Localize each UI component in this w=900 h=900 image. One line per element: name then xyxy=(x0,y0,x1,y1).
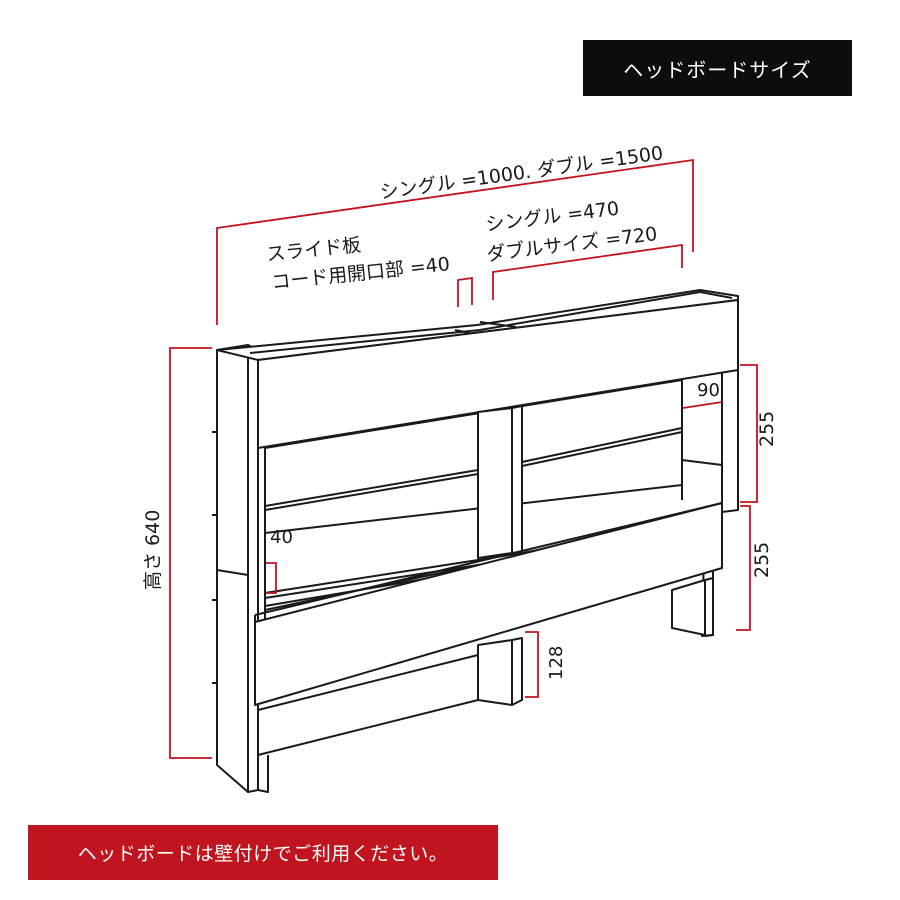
left-post xyxy=(216,344,249,793)
middle-divider xyxy=(477,407,513,559)
cord-opening-line xyxy=(457,276,473,307)
lower-height-line xyxy=(736,505,751,631)
right-post xyxy=(721,357,739,513)
left-post-side xyxy=(247,344,259,793)
headboard-outline xyxy=(212,289,739,793)
page-title-text: ヘッドボードサイズ xyxy=(623,57,812,82)
upper-back-panel xyxy=(264,379,683,534)
depth-label: 90 xyxy=(697,380,720,401)
upper-height-label: 255 xyxy=(756,410,778,447)
gap-label: 40 xyxy=(270,527,293,548)
page-title: ヘッドボードサイズ xyxy=(583,40,852,96)
dimension-lines xyxy=(169,158,758,759)
wall-mount-note-text: ヘッドボードは壁付けでご利用ください。 xyxy=(77,843,449,865)
inner-width-line xyxy=(492,243,683,300)
wall-mount-note: ヘッドボードは壁付けでご利用ください。 xyxy=(28,825,498,880)
leg-height-line xyxy=(525,631,539,698)
height-label: 高さ 640 xyxy=(142,509,164,590)
lower-right-leg xyxy=(671,579,706,636)
upper-height-line xyxy=(740,364,758,503)
lower-left-leg xyxy=(477,639,513,706)
height-line xyxy=(169,347,212,759)
leg-height-label: 128 xyxy=(546,645,567,680)
gap-line xyxy=(266,562,277,594)
total-width-line xyxy=(216,158,694,325)
depth-line xyxy=(682,401,723,409)
lower-height-label: 255 xyxy=(751,541,773,578)
